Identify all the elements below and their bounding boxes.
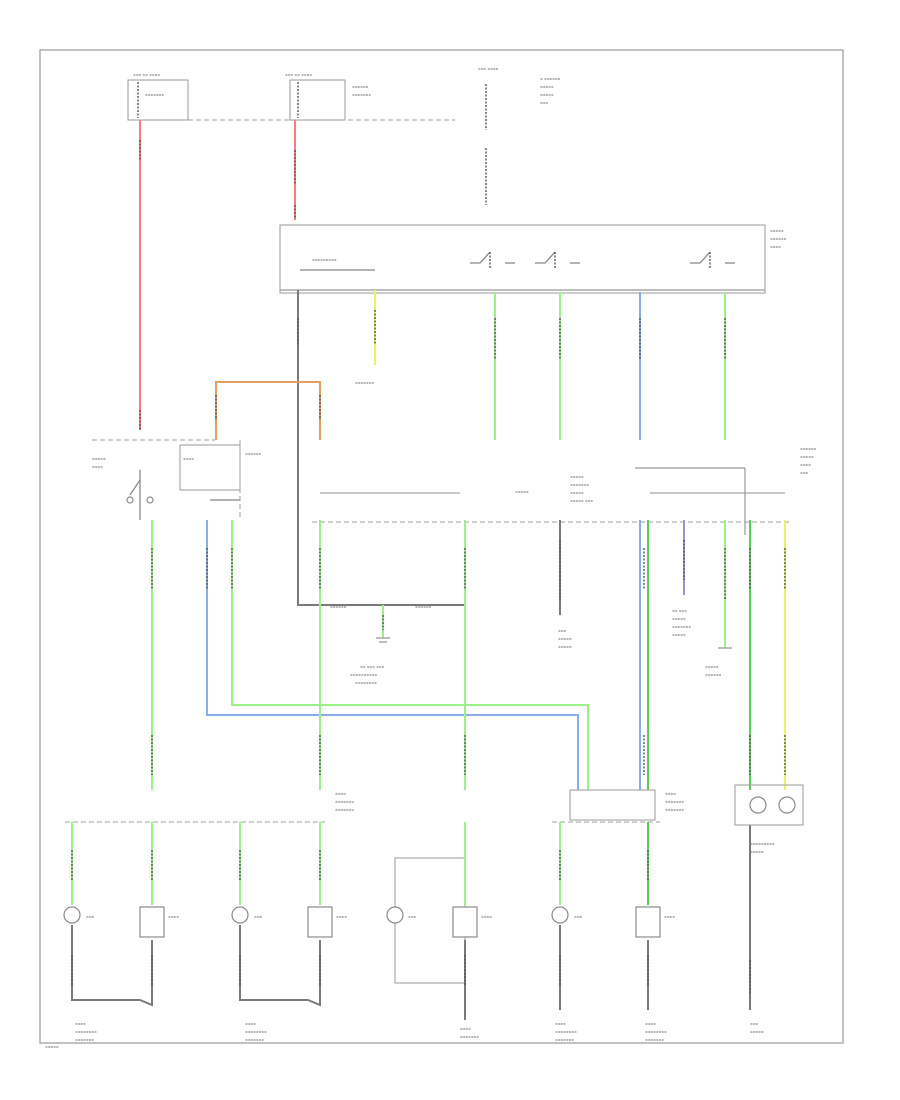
svg-text:▪▪▪▪: ▪▪▪▪ xyxy=(665,791,676,796)
svg-text:▪▪▪▪▪▪▪: ▪▪▪▪▪▪▪ xyxy=(672,624,691,629)
wire-black-1 xyxy=(297,290,465,606)
svg-text:▪▪ ▪▪▪ ▪▪▪: ▪▪ ▪▪▪ ▪▪▪ xyxy=(360,664,385,669)
svg-text:▪▪▪▪: ▪▪▪▪ xyxy=(75,1021,86,1026)
svg-text:▪▪▪▪▪▪▪: ▪▪▪▪▪▪▪ xyxy=(555,1037,574,1042)
svg-text:▪▪▪▪▪: ▪▪▪▪▪ xyxy=(570,490,584,495)
svg-text:▪▪▪▪▪: ▪▪▪▪▪ xyxy=(672,632,686,637)
svg-text:▪▪▪▪▪ ▪▪▪: ▪▪▪▪▪ ▪▪▪ xyxy=(570,498,593,503)
svg-text:▪▪▪▪▪▪▪▪: ▪▪▪▪▪▪▪▪ xyxy=(355,680,377,685)
wire-blue-long xyxy=(206,520,579,790)
wire-lg-long xyxy=(231,520,589,790)
svg-text:▪▪▪: ▪▪▪ xyxy=(750,1021,758,1026)
svg-text:▪▪▪▪▪▪▪: ▪▪▪▪▪▪▪ xyxy=(335,799,354,804)
svg-text:▪▪▪▪▪: ▪▪▪▪▪ xyxy=(558,644,572,649)
top-right-labels: ▪▪▪ ▪▪▪▪ ▪ ▪▪▪▪▪▪ ▪▪▪▪▪ ▪▪▪▪▪ ▪▪▪ xyxy=(478,66,561,205)
diagram-frame xyxy=(39,49,844,1044)
svg-text:▪▪ ▪▪▪: ▪▪ ▪▪▪ xyxy=(672,608,687,613)
svg-text:▪▪▪▪▪: ▪▪▪▪▪ xyxy=(540,84,554,89)
svg-text:▪▪▪: ▪▪▪ xyxy=(800,470,808,475)
svg-text:▪▪▪▪▪▪▪▪▪: ▪▪▪▪▪▪▪▪▪ xyxy=(750,841,775,846)
svg-text:▪▪▪▪: ▪▪▪▪ xyxy=(335,791,346,796)
svg-text:▪▪▪▪▪: ▪▪▪▪▪ xyxy=(540,92,554,97)
svg-text:▪▪▪▪: ▪▪▪▪ xyxy=(168,914,179,919)
svg-text:▪▪▪▪▪▪▪: ▪▪▪▪▪▪▪ xyxy=(570,482,589,487)
wire-orange xyxy=(215,381,321,440)
svg-text:▪▪▪ ▪▪ ▪▪▪▪: ▪▪▪ ▪▪ ▪▪▪▪ xyxy=(285,72,312,77)
center-connector: ▪▪▪▪▪ ▪▪▪▪▪ ▪▪▪▪▪▪▪ ▪▪▪▪▪ ▪▪▪▪▪ ▪▪▪ ▪▪▪▪… xyxy=(239,440,817,535)
svg-text:▪▪▪▪▪▪▪: ▪▪▪▪▪▪▪ xyxy=(352,92,371,97)
svg-text:▪▪▪▪: ▪▪▪▪ xyxy=(645,1021,656,1026)
svg-text:▪▪▪▪: ▪▪▪▪ xyxy=(770,244,781,249)
svg-text:▪▪▪▪: ▪▪▪▪ xyxy=(92,464,103,469)
svg-text:▪▪▪▪▪: ▪▪▪▪▪ xyxy=(705,664,719,669)
svg-text:▪▪▪▪: ▪▪▪▪ xyxy=(481,914,492,919)
svg-text:▪▪▪ ▪▪ ▪▪▪▪: ▪▪▪ ▪▪ ▪▪▪▪ xyxy=(133,72,160,77)
svg-text:▪▪▪▪▪▪▪: ▪▪▪▪▪▪▪ xyxy=(245,1037,264,1042)
svg-text:▪▪▪▪▪: ▪▪▪▪▪ xyxy=(558,636,572,641)
svg-text:▪▪▪▪: ▪▪▪▪ xyxy=(245,1021,256,1026)
svg-text:▪▪▪▪▪▪▪▪▪: ▪▪▪▪▪▪▪▪▪ xyxy=(312,257,337,262)
svg-text:▪▪▪▪▪: ▪▪▪▪▪ xyxy=(92,456,106,461)
svg-text:▪▪▪▪▪▪: ▪▪▪▪▪▪ xyxy=(770,236,787,241)
svg-text:▪▪▪▪▪▪▪: ▪▪▪▪▪▪▪ xyxy=(665,807,684,812)
svg-text:▪▪▪ ▪▪▪▪: ▪▪▪ ▪▪▪▪ xyxy=(478,66,499,71)
svg-text:▪▪▪▪: ▪▪▪▪ xyxy=(800,462,811,467)
svg-text:▪▪▪▪▪▪: ▪▪▪▪▪▪ xyxy=(330,604,347,609)
svg-text:▪▪▪▪▪▪: ▪▪▪▪▪▪ xyxy=(800,446,817,451)
svg-text:▪▪▪▪▪▪▪: ▪▪▪▪▪▪▪ xyxy=(335,807,354,812)
svg-text:▪▪▪▪▪▪▪▪▪▪: ▪▪▪▪▪▪▪▪▪▪ xyxy=(350,672,377,677)
lamp-row: ▪▪▪ ▪▪▪▪ ▪▪▪ ▪▪▪▪ ▪▪▪ ▪▪▪▪ ▪▪▪ xyxy=(63,822,751,1020)
svg-text:▪▪▪▪▪: ▪▪▪▪▪ xyxy=(770,228,784,233)
switch-panel: ▪▪▪▪▪▪▪▪▪ ▪▪▪▪▪ ▪▪▪▪▪▪ ▪▪▪▪ xyxy=(279,224,787,294)
svg-text:▪▪▪▪▪▪: ▪▪▪▪▪▪ xyxy=(352,84,369,89)
sensor-connector: ▪▪▪▪▪▪▪▪▪ ▪▪▪▪▪ xyxy=(734,784,804,854)
svg-text:▪▪▪▪▪▪▪▪: ▪▪▪▪▪▪▪▪ xyxy=(555,1029,577,1034)
svg-text:▪▪▪▪▪▪▪▪: ▪▪▪▪▪▪▪▪ xyxy=(645,1029,667,1034)
column-switch: ▪▪▪▪ ▪▪▪▪▪▪ ▪▪▪▪▪ ▪▪▪▪ xyxy=(92,444,262,520)
svg-text:▪▪▪▪: ▪▪▪▪ xyxy=(664,914,675,919)
svg-text:▪▪▪▪▪▪▪: ▪▪▪▪▪▪▪ xyxy=(145,92,164,97)
lower-connector-box xyxy=(569,789,656,821)
svg-text:▪▪▪: ▪▪▪ xyxy=(86,914,94,919)
svg-text:▪▪▪▪▪▪▪: ▪▪▪▪▪▪▪ xyxy=(665,799,684,804)
fuse-block-left: ▪▪▪ ▪▪ ▪▪▪▪ ▪▪▪▪▪▪▪ xyxy=(127,72,189,121)
svg-text:▪▪▪▪▪▪▪: ▪▪▪▪▪▪▪ xyxy=(355,380,374,385)
svg-text:▪▪▪▪▪▪: ▪▪▪▪▪▪ xyxy=(245,451,262,456)
svg-text:▪▪▪▪▪▪▪▪: ▪▪▪▪▪▪▪▪ xyxy=(245,1029,267,1034)
splice-ground: ▪▪▪▪▪▪ ▪▪▪▪▪▪ ▪▪ ▪▪▪ ▪▪▪ ▪▪▪▪▪▪▪▪▪▪ ▪▪▪▪… xyxy=(330,604,432,685)
svg-text:▪▪▪▪▪: ▪▪▪▪▪ xyxy=(750,1029,764,1034)
svg-text:▪▪▪▪▪▪: ▪▪▪▪▪▪ xyxy=(705,672,722,677)
svg-text:▪▪▪▪▪: ▪▪▪▪▪ xyxy=(515,489,529,494)
svg-text:▪ ▪▪▪▪▪▪: ▪ ▪▪▪▪▪▪ xyxy=(540,76,561,81)
fuse-block-right: ▪▪▪ ▪▪ ▪▪▪▪ ▪▪▪▪▪▪ ▪▪▪▪▪▪▪ xyxy=(285,72,371,121)
svg-text:▪▪▪▪▪: ▪▪▪▪▪ xyxy=(800,454,814,459)
svg-text:▪▪▪▪: ▪▪▪▪ xyxy=(336,914,347,919)
svg-text:▪▪▪▪▪: ▪▪▪▪▪ xyxy=(750,849,764,854)
svg-text:▪▪▪▪▪▪▪: ▪▪▪▪▪▪▪ xyxy=(645,1037,664,1042)
svg-text:▪▪▪▪▪: ▪▪▪▪▪ xyxy=(45,1044,59,1049)
svg-text:▪▪▪: ▪▪▪ xyxy=(558,628,566,633)
svg-text:▪▪▪▪▪▪: ▪▪▪▪▪▪ xyxy=(415,604,432,609)
svg-text:▪▪▪: ▪▪▪ xyxy=(540,100,548,105)
svg-text:▪▪▪: ▪▪▪ xyxy=(408,914,416,919)
svg-text:▪▪▪▪▪▪▪▪: ▪▪▪▪▪▪▪▪ xyxy=(75,1029,97,1034)
ground-labels: ▪▪▪▪ ▪▪▪▪▪▪▪▪ ▪▪▪▪▪▪▪ ▪▪▪▪ ▪▪▪▪▪▪▪▪ ▪▪▪▪… xyxy=(45,1021,764,1049)
svg-text:▪▪▪▪▪: ▪▪▪▪▪ xyxy=(672,616,686,621)
svg-text:▪▪▪▪: ▪▪▪▪ xyxy=(183,456,194,461)
svg-text:▪▪▪▪▪▪▪: ▪▪▪▪▪▪▪ xyxy=(75,1037,94,1042)
svg-text:▪▪▪▪: ▪▪▪▪ xyxy=(460,1026,471,1031)
svg-text:▪▪▪▪▪: ▪▪▪▪▪ xyxy=(570,474,584,479)
svg-text:▪▪▪▪: ▪▪▪▪ xyxy=(555,1021,566,1026)
svg-text:▪▪▪: ▪▪▪ xyxy=(574,914,582,919)
svg-text:▪▪▪: ▪▪▪ xyxy=(254,914,262,919)
svg-text:▪▪▪▪▪▪▪: ▪▪▪▪▪▪▪ xyxy=(460,1034,479,1039)
